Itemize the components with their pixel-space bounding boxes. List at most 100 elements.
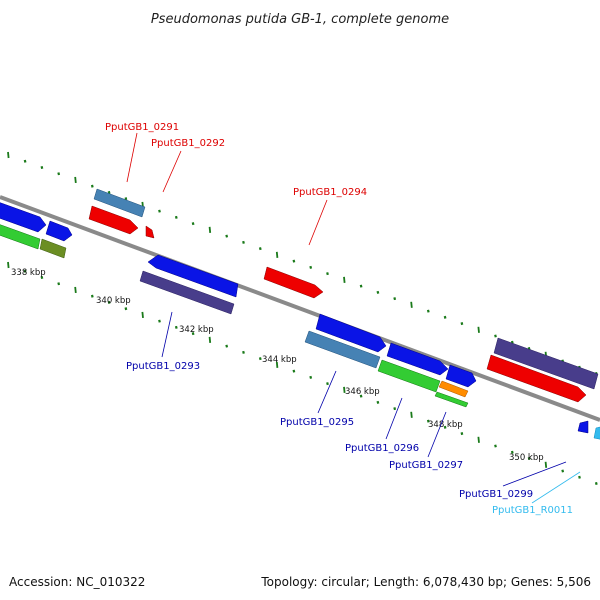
inner-tick-row [7,261,598,486]
scale-tick [410,301,413,308]
gene-label-0292[interactable]: PputGB1_0292 [151,138,225,149]
scale-tick [57,282,61,286]
scale-tick [477,436,480,443]
scale-tick [326,272,329,276]
leader-line [531,471,581,504]
leader-line [385,397,403,440]
scale-tick [191,332,195,336]
scale-tick [107,190,111,194]
scale-tick [309,265,313,269]
scale-tick [494,444,497,448]
scale-tick [225,344,229,348]
genome-backbone [0,195,600,422]
leader-line [317,370,337,414]
scale-tick [275,251,279,258]
gene-label-0293[interactable]: PputGB1_0293 [126,361,200,372]
gene-label-0291[interactable]: PputGB1_0291 [105,122,179,133]
gene-feature[interactable] [88,205,139,235]
scale-tick [343,386,346,393]
accession-text: Accession: NC_010322 [9,575,145,589]
gene-feature[interactable] [386,342,449,376]
scale-tick [174,325,178,329]
gene-feature-0293[interactable] [139,270,235,315]
scale-label: 350 kbp [509,453,544,463]
gene-feature[interactable] [147,254,239,298]
scale-tick [90,184,94,188]
leader-lines [126,132,581,504]
scale-tick [174,215,178,219]
leader-line [126,132,138,183]
gene-label-R0011[interactable]: PputGB1_R0011 [492,505,573,516]
leader-line [162,150,182,193]
scale-tick [561,469,565,473]
gene-label-0297[interactable]: PputGB1_0297 [389,460,463,471]
scale-tick [141,311,144,319]
gene-feature-0294[interactable] [263,266,324,299]
gene-labels: PputGB1_0291 PputGB1_0292 PputGB1_0294 P… [105,122,573,516]
scale-tick [544,461,548,468]
scale-tick [578,475,581,479]
scale-tick [242,240,245,244]
scale-tick [460,322,464,326]
gene-feature[interactable] [493,337,599,390]
scale-tick [393,407,397,411]
gene-feature[interactable] [315,313,387,353]
scale-tick [191,222,195,226]
scale-tick [443,315,447,319]
gene-feature[interactable] [445,364,477,388]
scale-label: 348 kbp [428,420,463,430]
gene-feature[interactable] [0,221,41,250]
gene-feature[interactable] [45,220,73,242]
gene-feature-0297[interactable] [434,391,469,408]
scale-tick [275,361,279,368]
scale-tick [57,172,61,176]
scale-tick [208,226,212,233]
gene-feature[interactable] [0,199,47,233]
scale-label: 340 kbp [96,296,131,306]
gene-label-0294[interactable]: PputGB1_0294 [293,187,367,198]
scale-tick [124,197,128,201]
scale-tick [477,326,480,333]
scale-label: 344 kbp [262,355,297,365]
gene-feature-0291[interactable] [93,188,146,218]
scale-tick [90,294,94,298]
scale-tick [242,350,245,354]
gene-feature-0299[interactable] [577,420,589,434]
scale-tick [158,319,161,323]
gene-label-0299[interactable]: PputGB1_0299 [459,489,533,500]
gene-features [0,188,600,440]
gene-feature-0292[interactable] [145,225,155,239]
gene-feature[interactable] [486,354,587,403]
scale-tick [74,176,77,184]
gene-feature-R0011[interactable] [593,426,600,440]
leader-line [308,199,328,246]
scale-tick [74,286,77,294]
topology-text: Topology: circular; Length: 6,078,430 bp… [260,575,591,589]
scale-tick [393,297,397,301]
gene-feature[interactable] [39,238,67,259]
leader-line [502,461,567,487]
scale-tick [443,425,447,429]
gene-label-0296[interactable]: PputGB1_0296 [345,443,419,454]
scale-tick [410,411,413,418]
scale-tick [527,457,531,461]
scale-tick [158,209,161,213]
scale-label: 338 kbp [11,268,46,278]
gene-feature[interactable] [438,380,469,398]
scale-tick [460,432,464,436]
map-title: Pseudomonas putida GB-1, complete genome [151,12,449,27]
scale-tick [7,151,10,159]
scale-tick [258,247,262,251]
gene-feature-0296[interactable] [377,359,441,393]
scale-label: 342 kbp [179,325,214,335]
scale-tick [326,382,329,386]
scale-tick [40,275,44,279]
scale-labels: 338 kbp 340 kbp 342 kbp 344 kbp 346 kbp … [11,268,544,463]
gene-label-0295[interactable]: PputGB1_0295 [280,417,354,428]
scale-tick [40,165,44,169]
gene-feature-0295[interactable] [304,330,381,369]
scale-tick [359,394,363,398]
scale-label: 346 kbp [345,387,380,397]
